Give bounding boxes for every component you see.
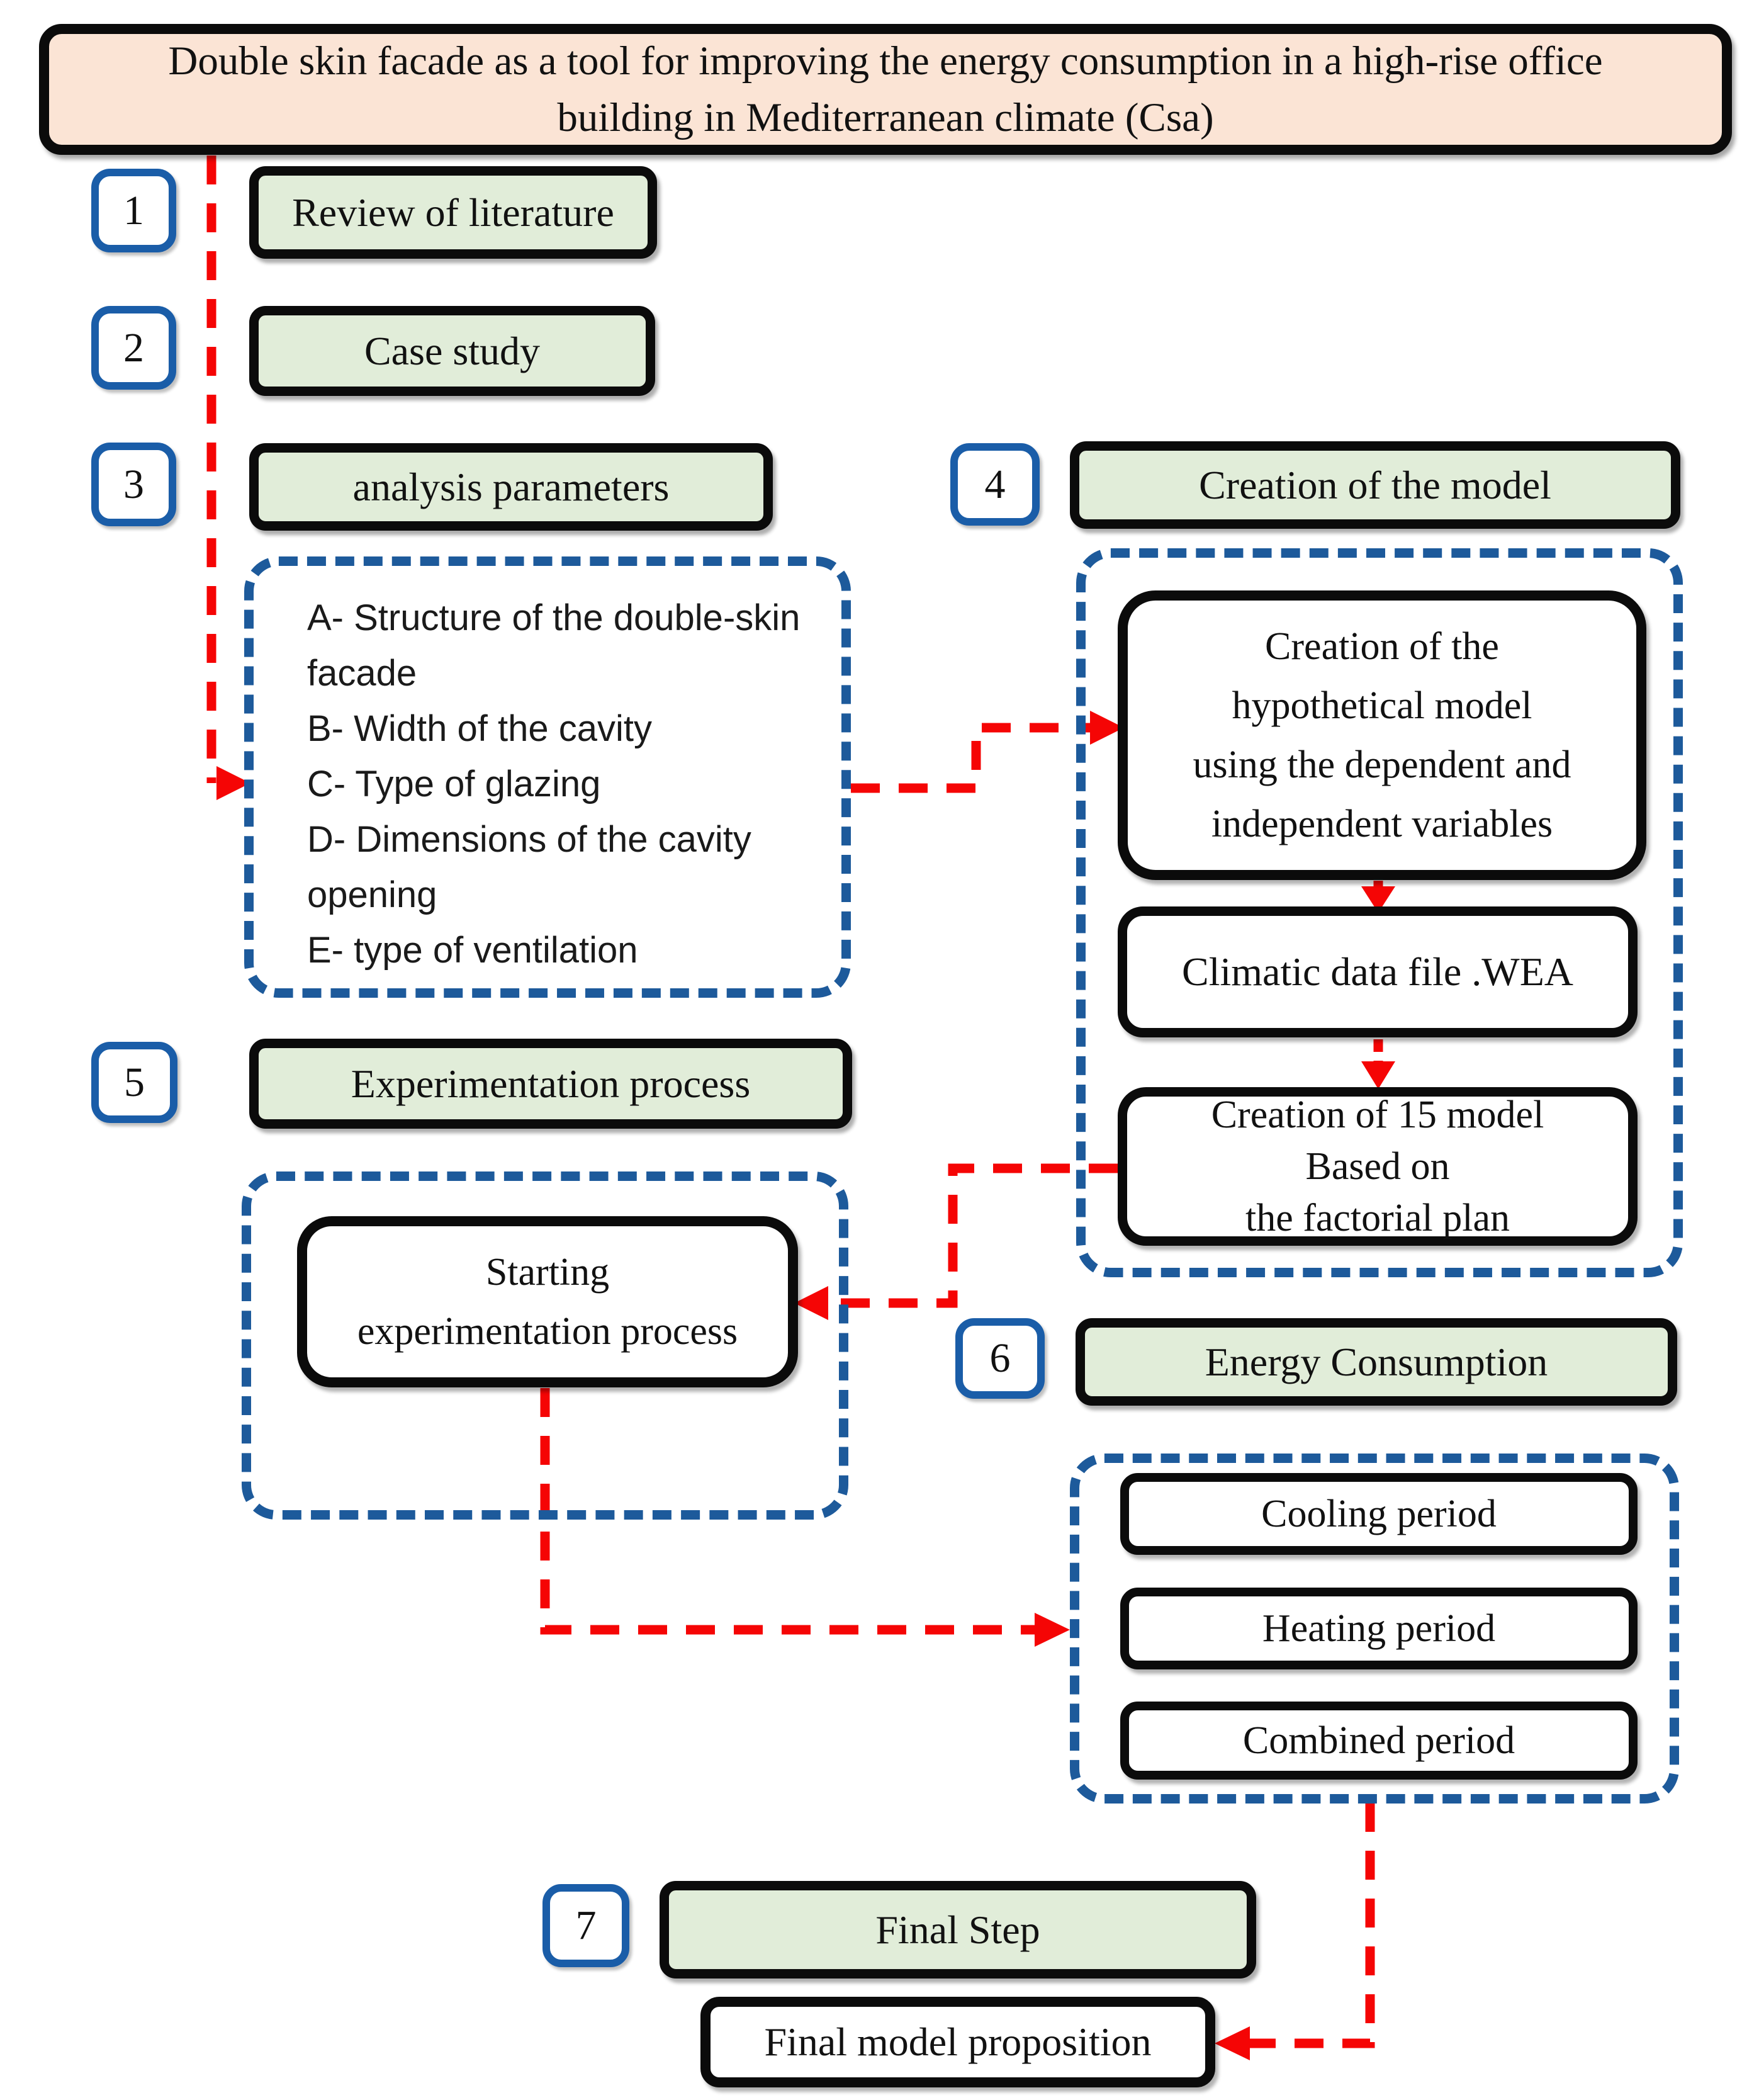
step-number-text: 7 <box>575 1902 597 1948</box>
analysis-parameters-list: A- Structure of the double-skin facade B… <box>307 590 823 978</box>
node-starting-experimentation: Starting experimentation process <box>297 1216 798 1387</box>
node-text: Creation of 15 model Based on the factor… <box>1211 1093 1544 1239</box>
step-3-number: 3 <box>91 443 176 526</box>
parameter-item: E- type of ventilation <box>307 930 638 971</box>
node-combined-period: Combined period <box>1120 1702 1638 1780</box>
step-6-label: Energy Consumption <box>1076 1318 1677 1406</box>
analysis-parameters-container <box>244 556 851 998</box>
step-label-text: Case study <box>364 328 541 373</box>
node-text: Heating period <box>1262 1606 1496 1650</box>
arrow-energy-to-final <box>1247 1803 1375 2048</box>
step-label-text: Final Step <box>875 1907 1040 1952</box>
parameter-item: C- Type of glazing <box>307 764 601 804</box>
parameter-item: B- Width of the cavity <box>307 708 652 749</box>
node-text: Cooling period <box>1261 1492 1497 1535</box>
arrowhead-left-icon <box>1215 2026 1250 2060</box>
experimentation-container <box>242 1171 848 1520</box>
node-text: Creation of the hypothetical model using… <box>1193 625 1571 845</box>
parameter-item: A- Structure of the double-skin facade <box>307 597 801 694</box>
node-climatic-data-file: Climatic data file .WEA <box>1118 906 1638 1037</box>
step-label-text: Energy Consumption <box>1205 1339 1548 1384</box>
node-heating-period: Heating period <box>1120 1588 1638 1669</box>
arrowhead-right-icon <box>1035 1613 1070 1647</box>
step-number-text: 2 <box>123 324 144 371</box>
step-3-label: analysis parameters <box>249 443 773 531</box>
step-5-number: 5 <box>91 1042 177 1123</box>
node-hypothetical-model: Creation of the hypothetical model using… <box>1118 590 1646 880</box>
node-text: Climatic data file .WEA <box>1182 949 1573 994</box>
step-number-text: 1 <box>123 187 144 234</box>
step-number-text: 4 <box>984 461 1006 507</box>
node-text: Combined period <box>1242 1719 1515 1762</box>
node-factorial-models: Creation of 15 model Based on the factor… <box>1118 1087 1638 1246</box>
step-label-text: Creation of the model <box>1199 462 1551 507</box>
page-title: Double skin facade as a tool for improvi… <box>168 38 1603 140</box>
step-number-text: 5 <box>124 1059 145 1105</box>
step-4-label: Creation of the model <box>1070 441 1680 529</box>
node-text: Final model proposition <box>764 2019 1152 2064</box>
parameter-item: D- Dimensions of the cavity opening <box>307 819 751 915</box>
step-number-text: 6 <box>989 1335 1011 1381</box>
arrow-parameters-to-hypothetical <box>851 723 1093 793</box>
step-label-text: Experimentation process <box>351 1061 751 1106</box>
model-creation-container <box>1076 548 1683 1277</box>
step-7-number: 7 <box>542 1884 629 1967</box>
step-7-label: Final Step <box>660 1881 1256 1979</box>
energy-consumption-container <box>1070 1454 1679 1804</box>
step-number-text: 3 <box>123 461 144 507</box>
node-text: Starting experimentation process <box>357 1251 738 1353</box>
title-box: Double skin facade as a tool for improvi… <box>39 24 1732 155</box>
step-5-label: Experimentation process <box>249 1039 852 1129</box>
node-cooling-period: Cooling period <box>1120 1473 1638 1555</box>
step-label-text: Review of literature <box>292 189 614 235</box>
node-final-model-proposition: Final model proposition <box>700 1997 1215 2087</box>
step-1-label: Review of literature <box>249 166 657 259</box>
step-1-number: 1 <box>91 169 176 252</box>
step-2-label: Case study <box>249 306 655 396</box>
step-label-text: analysis parameters <box>352 464 670 509</box>
step-2-number: 2 <box>91 306 176 390</box>
arrow-factorial-to-starting <box>826 1163 1118 1308</box>
step-6-number: 6 <box>955 1318 1045 1399</box>
step-4-number: 4 <box>950 443 1040 526</box>
